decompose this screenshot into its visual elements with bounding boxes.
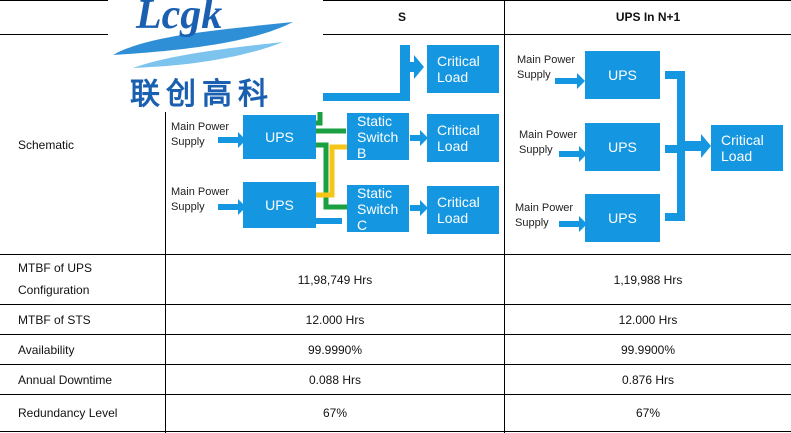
main-power-n1-label-3: Main Power Supply bbox=[515, 201, 573, 231]
static-switch-c: Static Switch C bbox=[347, 184, 409, 233]
main-power-label-2-line2: Supply bbox=[171, 201, 205, 213]
main-power-n1-label-1: Main Power Supply bbox=[517, 53, 575, 83]
static-switch-c-line2: Switch bbox=[357, 200, 399, 217]
table-row-divider bbox=[0, 394, 791, 395]
row-label-schematic: Schematic bbox=[18, 138, 75, 152]
main-power-n1-label-2-line1: Main Power bbox=[519, 129, 578, 141]
critical-load-n1: Critical Load bbox=[711, 125, 783, 171]
static-switch-b: Static Switch B bbox=[347, 112, 409, 161]
critical-load-a-line1: Critical bbox=[437, 53, 480, 69]
row-label-mtbf-ups: MTBF of UPS bbox=[18, 261, 93, 275]
main-power-n1-label-2-line2: Supply bbox=[519, 144, 553, 156]
value-mtbf-ups-col2: 11,98,749 Hrs bbox=[297, 272, 373, 287]
ups-box-1: UPS bbox=[243, 115, 316, 159]
column-header-dual-bus: S bbox=[397, 10, 406, 24]
ups-box-n1-3: UPS bbox=[585, 194, 660, 242]
value-redundancy-col2: 67% bbox=[322, 406, 348, 420]
row-label-mtbf-sts: MTBF of STS bbox=[18, 312, 91, 327]
critical-load-n1-line1: Critical bbox=[721, 132, 764, 148]
value-downtime-col3: 0.876 Hrs bbox=[621, 372, 675, 387]
value-mtbf-ups-col3: 1,19,988 Hrs bbox=[613, 272, 683, 287]
critical-load-a-line2: Load bbox=[437, 69, 469, 85]
column-header-n-plus-1: UPS In N+1 bbox=[615, 10, 681, 24]
critical-load-b: Critical Load bbox=[427, 114, 499, 162]
table-row-divider bbox=[0, 334, 791, 335]
main-power-label-2: Main Power Supply bbox=[171, 185, 229, 215]
critical-load-c-line2: Load bbox=[437, 210, 469, 226]
value-mtbf-sts-col2: 12.000 Hrs bbox=[305, 312, 365, 327]
critical-load-b-line2: Load bbox=[437, 138, 469, 154]
main-power-n1-label-3-line2: Supply bbox=[515, 217, 549, 229]
row-label-redundancy: Redundancy Level bbox=[18, 406, 118, 420]
row-label-downtime: Annual Downtime bbox=[18, 372, 113, 387]
ups-box-n1-2: UPS bbox=[585, 123, 660, 171]
table-border-bottom bbox=[0, 431, 791, 432]
table-row-divider bbox=[0, 254, 791, 255]
static-switch-c-line1: Static bbox=[357, 184, 393, 201]
table-col-divider bbox=[504, 0, 505, 433]
main-power-n1-label-1-line1: Main Power bbox=[517, 54, 576, 66]
value-redundancy-col3: 67% bbox=[635, 406, 661, 420]
critical-load-c-line1: Critical bbox=[437, 194, 480, 210]
main-power-label-1: Main Power Supply bbox=[171, 120, 229, 150]
value-mtbf-sts-col3: 12.000 Hrs bbox=[618, 312, 678, 327]
table-border-top bbox=[0, 0, 791, 1]
static-switch-c-line3: C bbox=[357, 216, 368, 233]
main-power-label-2-line1: Main Power bbox=[171, 186, 230, 198]
table-col-divider bbox=[165, 0, 166, 433]
row-label-availability: Availability bbox=[18, 342, 75, 357]
table-row-divider bbox=[0, 304, 791, 305]
schematic-dual-bus-connectors bbox=[218, 45, 428, 224]
table-row-divider bbox=[0, 364, 791, 365]
critical-load-c: Critical Load bbox=[427, 186, 499, 234]
main-power-n1-label-1-line2: Supply bbox=[517, 69, 551, 81]
static-switch-b-line2: Switch bbox=[357, 128, 399, 145]
watermark-logo: Lcgk 联创高科 bbox=[108, 0, 323, 112]
value-availability-col3: 99.9900% bbox=[620, 342, 676, 357]
table-row-divider bbox=[0, 34, 791, 35]
main-power-label-1-line2: Supply bbox=[171, 136, 205, 148]
value-availability-col2: 99.9990% bbox=[307, 342, 363, 357]
main-power-label-1-line1: Main Power bbox=[171, 121, 230, 133]
logo-latin-text: Lcgk bbox=[135, 0, 222, 38]
ups-box-n1-1: UPS bbox=[585, 51, 660, 99]
critical-load-n1-line2: Load bbox=[721, 148, 753, 164]
value-downtime-col2: 0.088 Hrs bbox=[308, 372, 362, 387]
critical-load-a: Critical Load bbox=[427, 45, 499, 93]
main-power-n1-label-2: Main Power Supply bbox=[519, 128, 577, 158]
main-power-n1-label-3-line1: Main Power bbox=[515, 202, 574, 214]
logo-graphic: Lcgk 联创高科 bbox=[113, 0, 293, 112]
static-switch-b-line1: Static bbox=[357, 112, 393, 129]
schematic-n-plus-1-connectors bbox=[555, 71, 711, 232]
static-switch-b-line3: B bbox=[357, 144, 367, 161]
row-label-mtbf-ups-2: Configuration bbox=[18, 283, 90, 297]
critical-load-b-line1: Critical bbox=[437, 122, 480, 138]
ups-box-2: UPS bbox=[243, 182, 316, 228]
logo-chinese-text: 联创高科 bbox=[130, 77, 274, 112]
